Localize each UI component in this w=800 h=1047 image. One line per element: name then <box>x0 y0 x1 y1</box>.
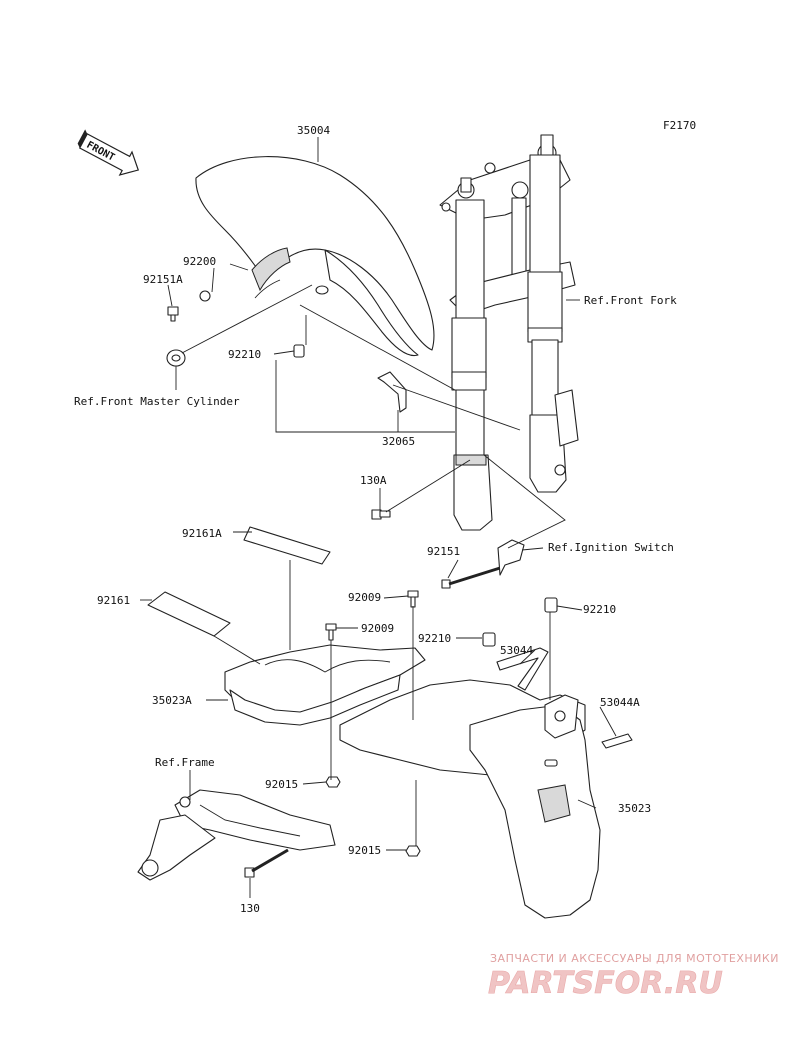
hose-clamp <box>166 349 186 367</box>
bolt-92009-a <box>407 590 419 608</box>
label-130: 130 <box>240 902 260 915</box>
bolt-92151 <box>441 566 501 589</box>
label-35004: 35004 <box>297 124 330 137</box>
label-53044A: 53044A <box>600 696 640 709</box>
front-fork <box>439 134 579 531</box>
inner-fender-35023A <box>224 644 426 726</box>
clip-92210-right <box>544 597 558 613</box>
label-92151: 92151 <box>427 545 460 558</box>
label-92161A: 92161A <box>182 527 222 540</box>
label-92009-a: 92009 <box>348 591 381 604</box>
label-ref-front-fork: Ref.Front Fork <box>584 294 677 307</box>
watermark-tagline: ЗАПЧАСТИ И АКСЕССУАРЫ ДЛЯ МОТОТЕХНИКИ <box>490 952 779 965</box>
front-arrow-icon: FRONT <box>77 129 140 176</box>
band-53044 <box>496 647 549 691</box>
clip-92210-top <box>293 344 305 358</box>
frame <box>137 789 336 881</box>
nut-92015-b <box>405 845 421 857</box>
label-92210-right: 92210 <box>583 603 616 616</box>
leader-lines <box>140 137 617 898</box>
bracket-32065 <box>377 371 407 413</box>
label-92009-b: 92009 <box>361 622 394 635</box>
front-fender <box>195 156 435 357</box>
pad-92161 <box>147 591 231 637</box>
bolt-92009-b <box>325 623 337 641</box>
pad-92161A <box>243 526 331 565</box>
label-32065: 32065 <box>382 435 415 448</box>
bolt-92151A <box>167 306 179 322</box>
label-92015-b: 92015 <box>348 844 381 857</box>
label-ref-frame: Ref.Frame <box>155 756 215 769</box>
clip-92210-mid <box>482 632 496 647</box>
label-92015-a: 92015 <box>265 778 298 791</box>
label-92151A: 92151A <box>143 273 183 286</box>
watermark-logo: PARTSFOR.RU <box>488 966 723 1001</box>
rear-fender-35023 <box>339 679 601 919</box>
label-ref-front-master-cylinder: Ref.Front Master Cylinder <box>74 395 240 408</box>
diagram-code: F2170 <box>663 119 696 132</box>
label-ref-ignition-switch: Ref.Ignition Switch <box>548 541 674 554</box>
bolt-130A <box>371 509 391 520</box>
label-92161: 92161 <box>97 594 130 607</box>
label-92210-top: 92210 <box>228 348 261 361</box>
label-92210-mid: 92210 <box>418 632 451 645</box>
washer-92200 <box>199 290 211 302</box>
bolt-130 <box>244 848 289 878</box>
label-92200: 92200 <box>183 255 216 268</box>
ignition-bracket <box>497 539 525 576</box>
label-53044: 53044 <box>500 644 533 657</box>
label-35023A: 35023A <box>152 694 192 707</box>
nut-92015-a <box>325 776 341 788</box>
label-130A: 130A <box>360 474 387 487</box>
damper-53044A <box>601 733 633 749</box>
label-35023: 35023 <box>618 802 651 815</box>
